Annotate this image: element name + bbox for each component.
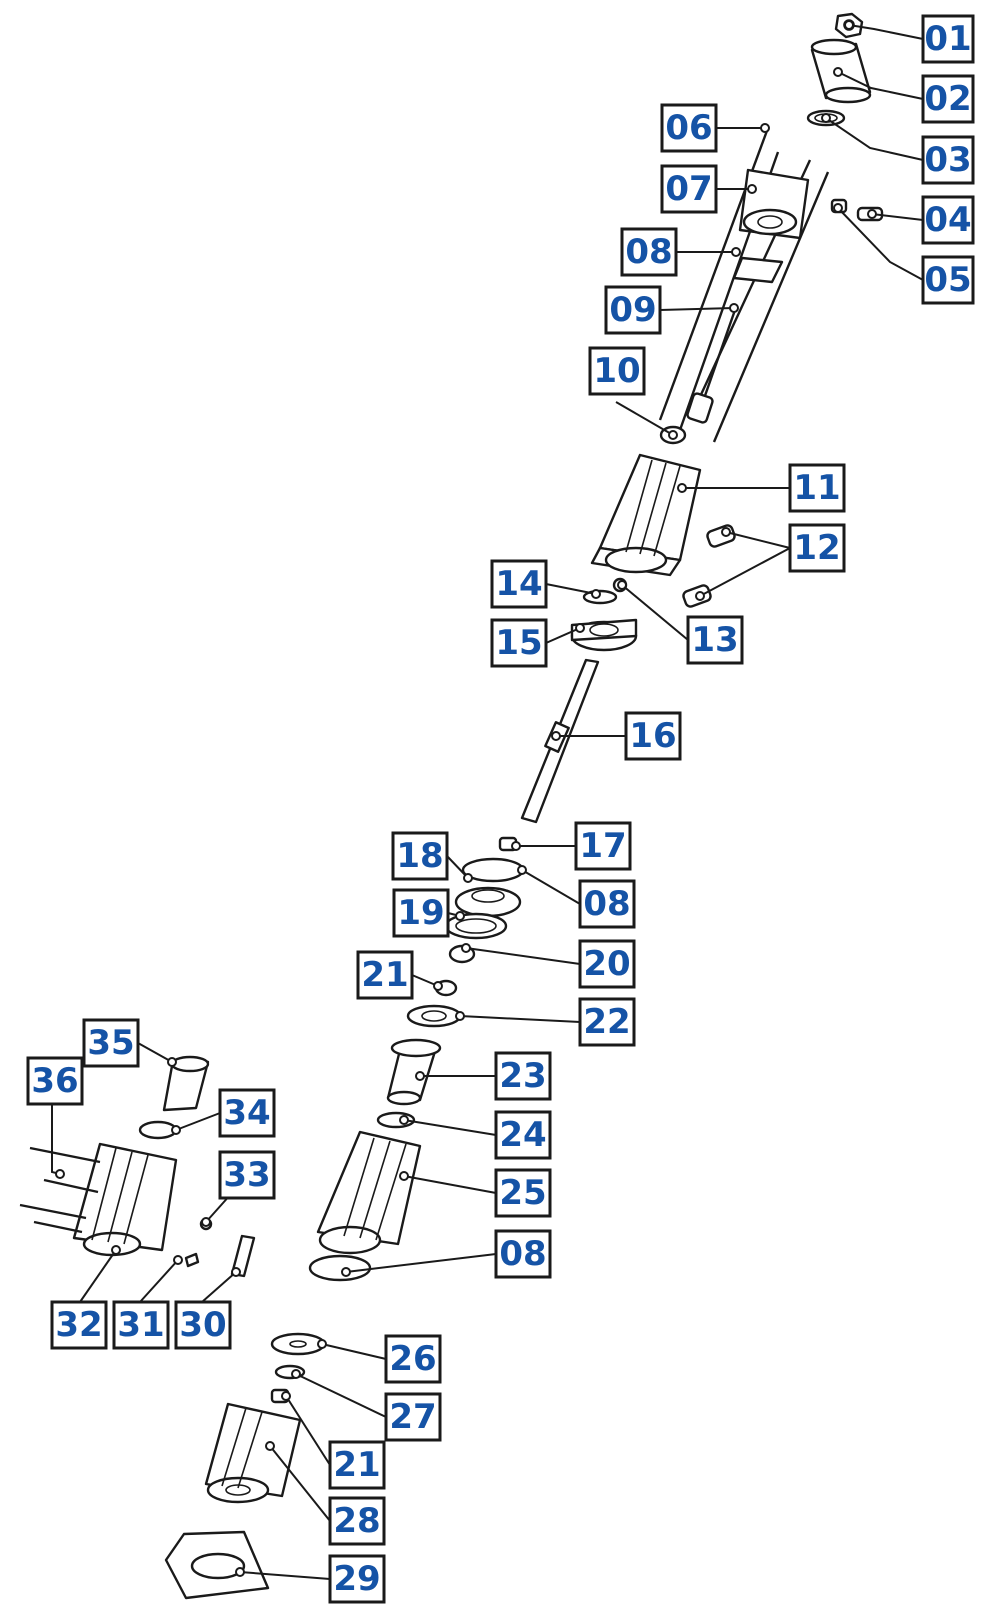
- callout-label: 21: [361, 955, 408, 995]
- callout-33: 33: [218, 1150, 276, 1200]
- callout-label: 10: [593, 351, 640, 391]
- callout-03: 03: [921, 135, 975, 185]
- callout-label: 01: [924, 19, 971, 59]
- callout-35: 35: [82, 1018, 140, 1068]
- callout-label: 28: [333, 1501, 380, 1541]
- callout-36: 36: [26, 1056, 84, 1106]
- callout-label: 06: [665, 108, 712, 148]
- callout-label: 02: [924, 79, 971, 119]
- callout-label: 07: [665, 169, 712, 209]
- callout-18: 18: [391, 831, 449, 881]
- callout-12: 12: [788, 523, 846, 573]
- callout-label: 03: [924, 140, 971, 180]
- callout-22: 22: [578, 997, 636, 1047]
- callout-08-bottom: 08: [494, 1229, 552, 1279]
- callout-30: 30: [174, 1300, 232, 1350]
- callout-label: 08: [583, 884, 630, 924]
- callout-label: 12: [793, 528, 840, 568]
- callout-label: 16: [629, 716, 676, 756]
- callout-17: 17: [574, 821, 632, 871]
- callout-label: 04: [924, 200, 971, 240]
- callout-label: 18: [396, 836, 443, 876]
- callout-label: 17: [579, 826, 626, 866]
- callout-label: 35: [87, 1023, 134, 1063]
- callout-21-mid: 21: [356, 950, 414, 1000]
- callout-label: 15: [495, 623, 542, 663]
- callout-label: 33: [223, 1155, 270, 1195]
- callout-19: 19: [392, 888, 450, 938]
- callout-23: 23: [494, 1051, 552, 1101]
- callout-label: 24: [499, 1115, 546, 1155]
- callout-01: 01: [921, 14, 975, 64]
- part-30-36-side-assembly: [19, 1055, 256, 1278]
- callout-label: 23: [499, 1056, 546, 1096]
- callout-label: 09: [609, 290, 656, 330]
- callout-label: 08: [625, 232, 672, 272]
- callout-04: 04: [921, 195, 975, 245]
- callout-labels: 01 02 03 04 05 06 07 08 09 10 11 12 13 1…: [26, 14, 975, 1604]
- part-23-25-lower-cylinder: [308, 1038, 442, 1282]
- callout-label: 20: [583, 944, 630, 984]
- leader-dots: [55, 20, 877, 1577]
- callout-27: 27: [384, 1392, 442, 1442]
- callout-label: 14: [495, 564, 542, 604]
- callout-label: 30: [179, 1305, 226, 1345]
- callout-34: 34: [218, 1088, 276, 1138]
- callout-02: 02: [921, 74, 975, 124]
- part-06-10-upper-assembly: [658, 127, 830, 445]
- leader-lines: [51, 24, 924, 1580]
- callout-label: 25: [499, 1173, 546, 1213]
- callout-16: 16: [624, 711, 682, 761]
- callout-13: 13: [686, 615, 744, 665]
- callout-25: 25: [494, 1168, 552, 1218]
- callout-11: 11: [788, 463, 846, 513]
- callout-06: 06: [660, 103, 718, 153]
- callout-21-bottom: 21: [328, 1440, 386, 1490]
- callout-14: 14: [490, 559, 548, 609]
- callout-24: 24: [494, 1110, 552, 1160]
- callout-label: 29: [333, 1559, 380, 1599]
- callout-label: 27: [389, 1397, 436, 1437]
- part-11-cylinder: [590, 453, 736, 608]
- callout-05: 05: [921, 255, 975, 305]
- callout-label: 19: [397, 893, 444, 933]
- callout-label: 34: [223, 1093, 270, 1133]
- callout-label: 11: [793, 468, 840, 508]
- callout-29: 29: [328, 1554, 386, 1604]
- callout-26: 26: [384, 1334, 442, 1384]
- part-26-29-bottom-assembly: [164, 1332, 326, 1600]
- callout-label: 32: [55, 1305, 102, 1345]
- callout-label: 26: [389, 1339, 436, 1379]
- callout-label: 21: [333, 1445, 380, 1485]
- callout-15: 15: [490, 618, 548, 668]
- callout-label: 31: [117, 1305, 164, 1345]
- callout-32: 32: [50, 1300, 108, 1350]
- callout-08-top: 08: [620, 227, 678, 277]
- callout-07: 07: [660, 164, 718, 214]
- callout-label: 13: [691, 620, 738, 660]
- callout-10: 10: [588, 346, 646, 396]
- callout-label: 08: [499, 1234, 546, 1274]
- callout-label: 36: [31, 1061, 78, 1101]
- callout-31: 31: [112, 1300, 170, 1350]
- part-16-rod: [520, 658, 600, 824]
- callout-label: 22: [583, 1002, 630, 1042]
- callout-28: 28: [328, 1496, 386, 1546]
- callout-20: 20: [578, 939, 636, 989]
- callout-label: 05: [924, 260, 971, 300]
- callout-08-mid: 08: [578, 879, 636, 929]
- callout-09: 09: [604, 285, 662, 335]
